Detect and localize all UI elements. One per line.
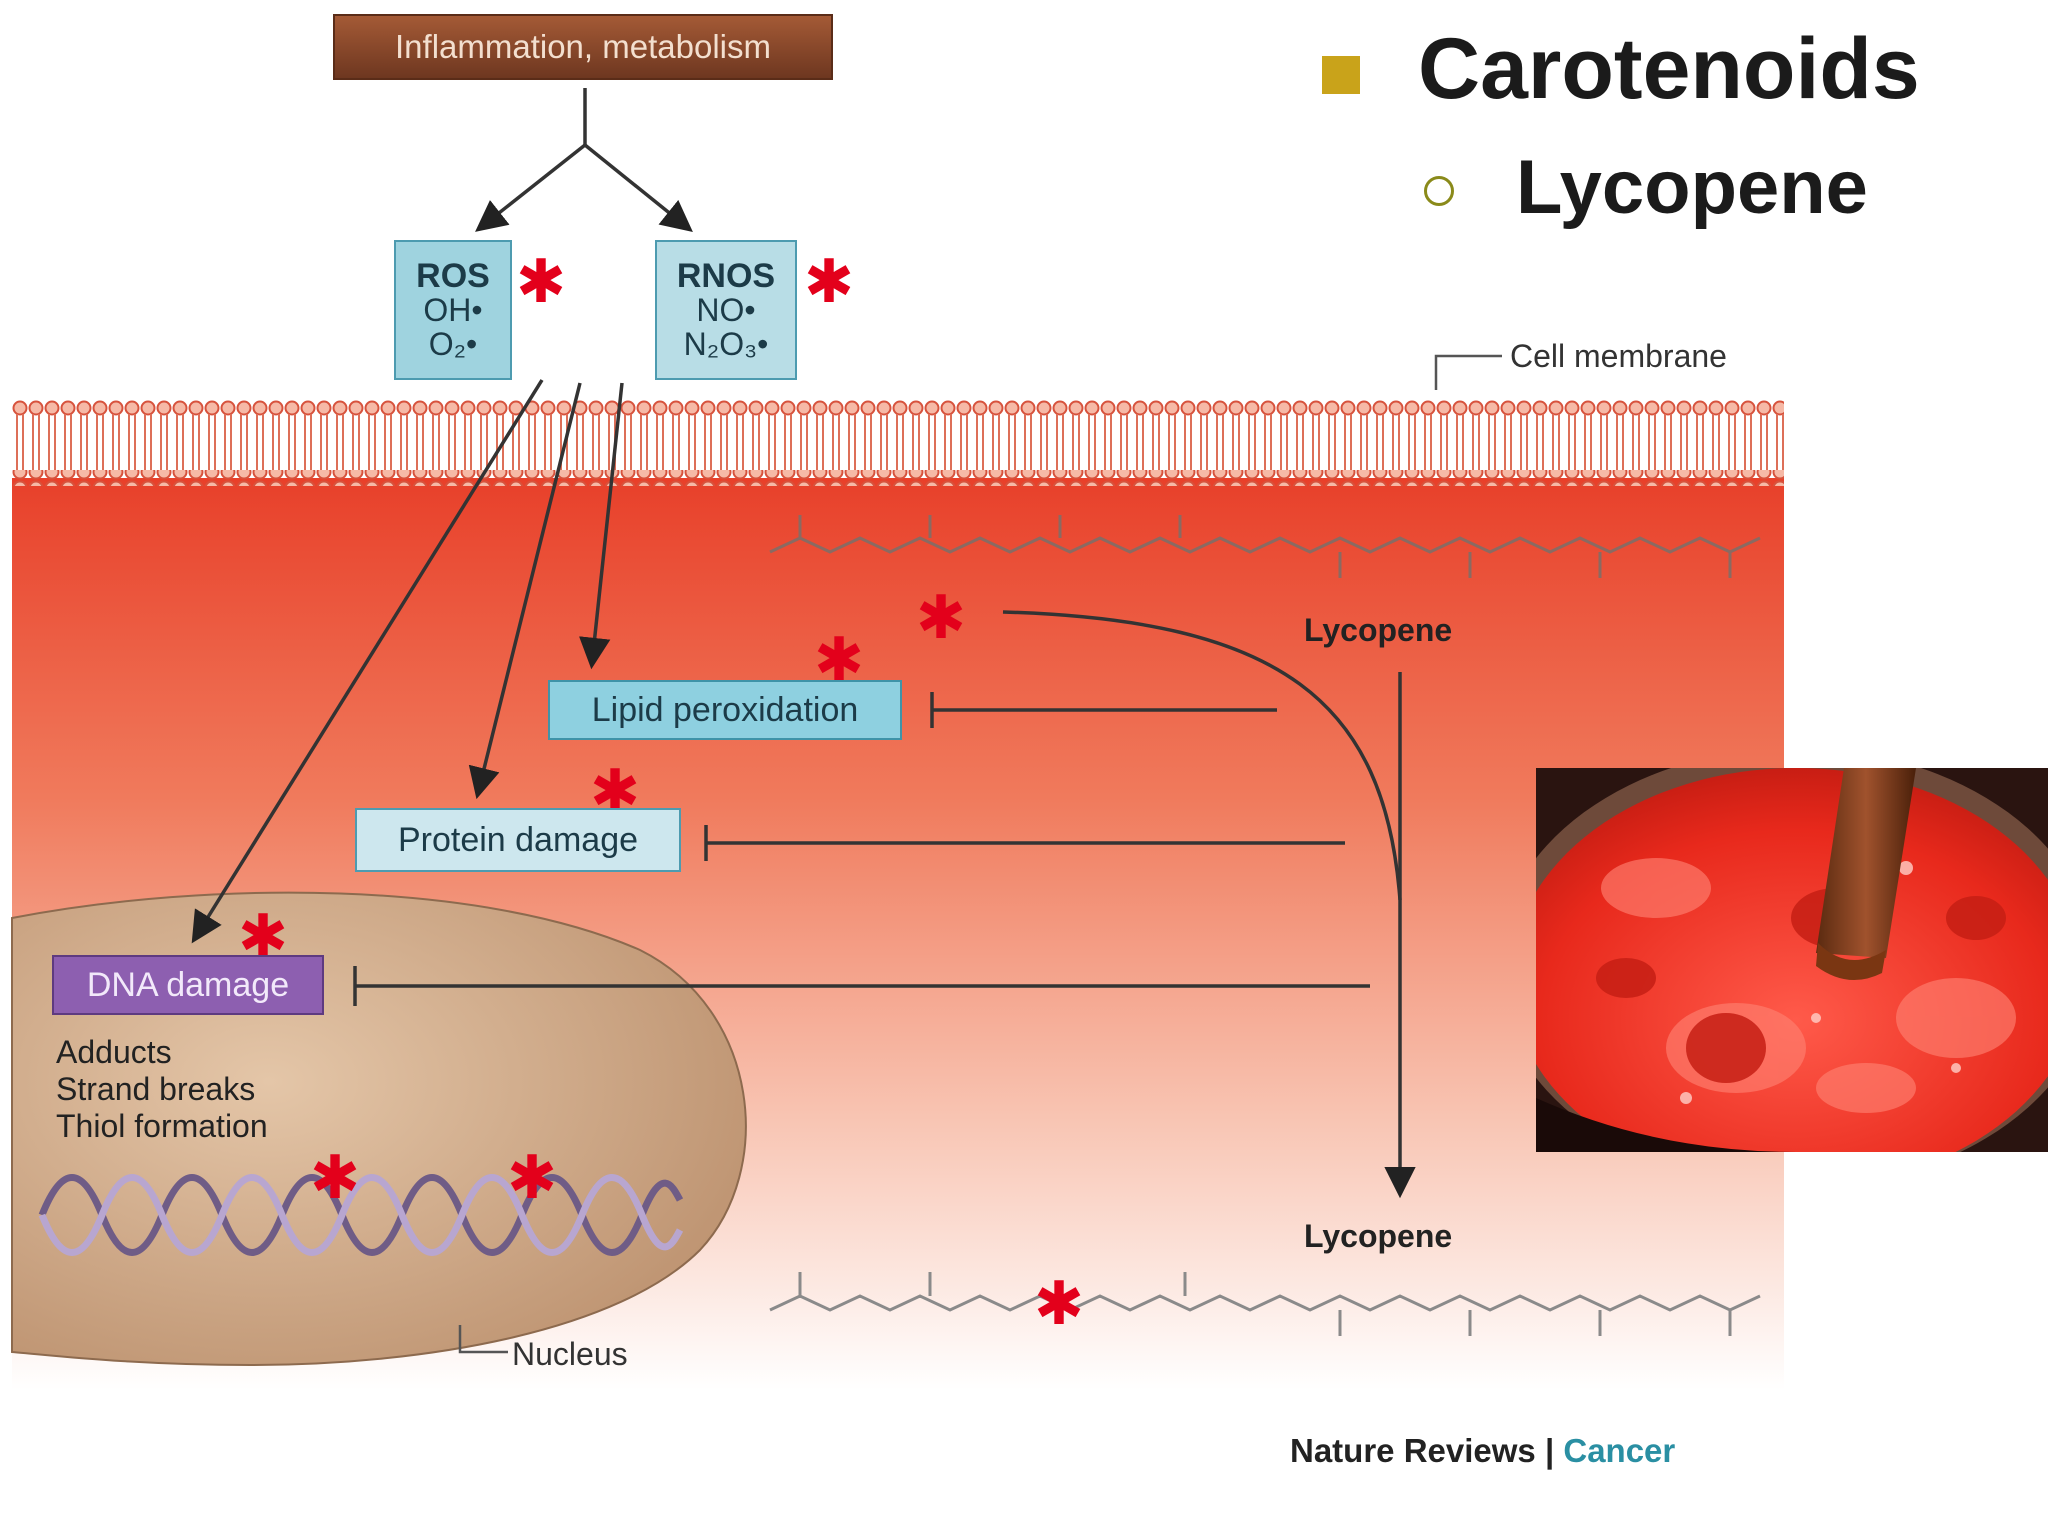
star-icon: ✱ — [310, 1143, 360, 1213]
bullet-carotenoids: Carotenoids — [1418, 21, 1920, 117]
lycopene-top-label: Lycopene — [1304, 612, 1453, 648]
reactive-species-stars: ✱ ✱ ✱ ✱ ✱ ✱ ✱ ✱ ✱ — [238, 247, 1084, 1339]
lycopene-molecule-bottom — [769, 1272, 1761, 1336]
cell-membrane-label: Cell membrane — [1510, 338, 1727, 374]
nucleus-leader — [458, 1325, 508, 1354]
dna-helix — [38, 1174, 684, 1256]
star-icon: ✱ — [516, 247, 566, 317]
ring-bullet-icon — [1424, 176, 1454, 206]
star-icon: ✱ — [507, 1143, 557, 1213]
inhibition-lines — [353, 692, 1370, 1006]
dna-detail-strand-breaks: Strand breaks — [56, 1071, 256, 1107]
star-icon: ✱ — [804, 247, 854, 317]
rnos-nitric-oxide: NO• — [696, 292, 756, 329]
star-icon: ✱ — [916, 583, 966, 653]
ros-box: ROS OH• O₂• — [394, 240, 512, 380]
dna-detail-thiol-formation: Thiol formation — [56, 1108, 268, 1144]
credit-topic: Cancer — [1563, 1432, 1676, 1469]
dna-damage-details: Adducts Strand breaks Thiol formation — [56, 1034, 268, 1145]
cell-membrane-bilayer — [12, 400, 1784, 486]
rnos-box: RNOS NO• N₂O₃• — [655, 240, 797, 380]
rnos-dinitrogen-trioxide: N₂O₃• — [683, 325, 769, 362]
dna-damage-box: DNA damage — [52, 955, 324, 1015]
ros-superoxide: O₂• — [428, 325, 478, 362]
inflammation-metabolism-box: Inflammation, metabolism — [333, 14, 833, 80]
protein-damage-box: Protein damage — [355, 808, 681, 872]
nucleus-label: Nucleus — [512, 1336, 628, 1372]
credit-journal: Nature Reviews — [1290, 1432, 1536, 1469]
dna-detail-adducts: Adducts — [56, 1034, 172, 1070]
ros-hydroxyl: OH• — [423, 292, 483, 329]
tomato-sauce-image — [1536, 768, 2048, 1152]
figure-credit: Nature Reviews | Cancer — [1290, 1432, 1675, 1470]
cell-membrane-leader — [1434, 354, 1502, 390]
damage-arrows — [191, 379, 624, 944]
lipid-peroxidation-box: Lipid peroxidation — [548, 680, 902, 740]
credit-separator: | — [1544, 1432, 1555, 1469]
source-split-arrows — [475, 88, 693, 232]
ros-title: ROS — [416, 256, 490, 295]
square-bullet-icon — [1322, 56, 1360, 94]
bullet-lycopene: Lycopene — [1516, 145, 1868, 230]
lycopene-bottom-label: Lycopene — [1304, 1218, 1453, 1254]
star-icon: ✱ — [1034, 1269, 1084, 1339]
rnos-title: RNOS — [676, 256, 776, 295]
lycopene-molecule-top — [769, 515, 1761, 578]
lycopene-scavenging-curve — [1002, 610, 1402, 901]
tomato-sauce-photo — [1536, 768, 2048, 1152]
